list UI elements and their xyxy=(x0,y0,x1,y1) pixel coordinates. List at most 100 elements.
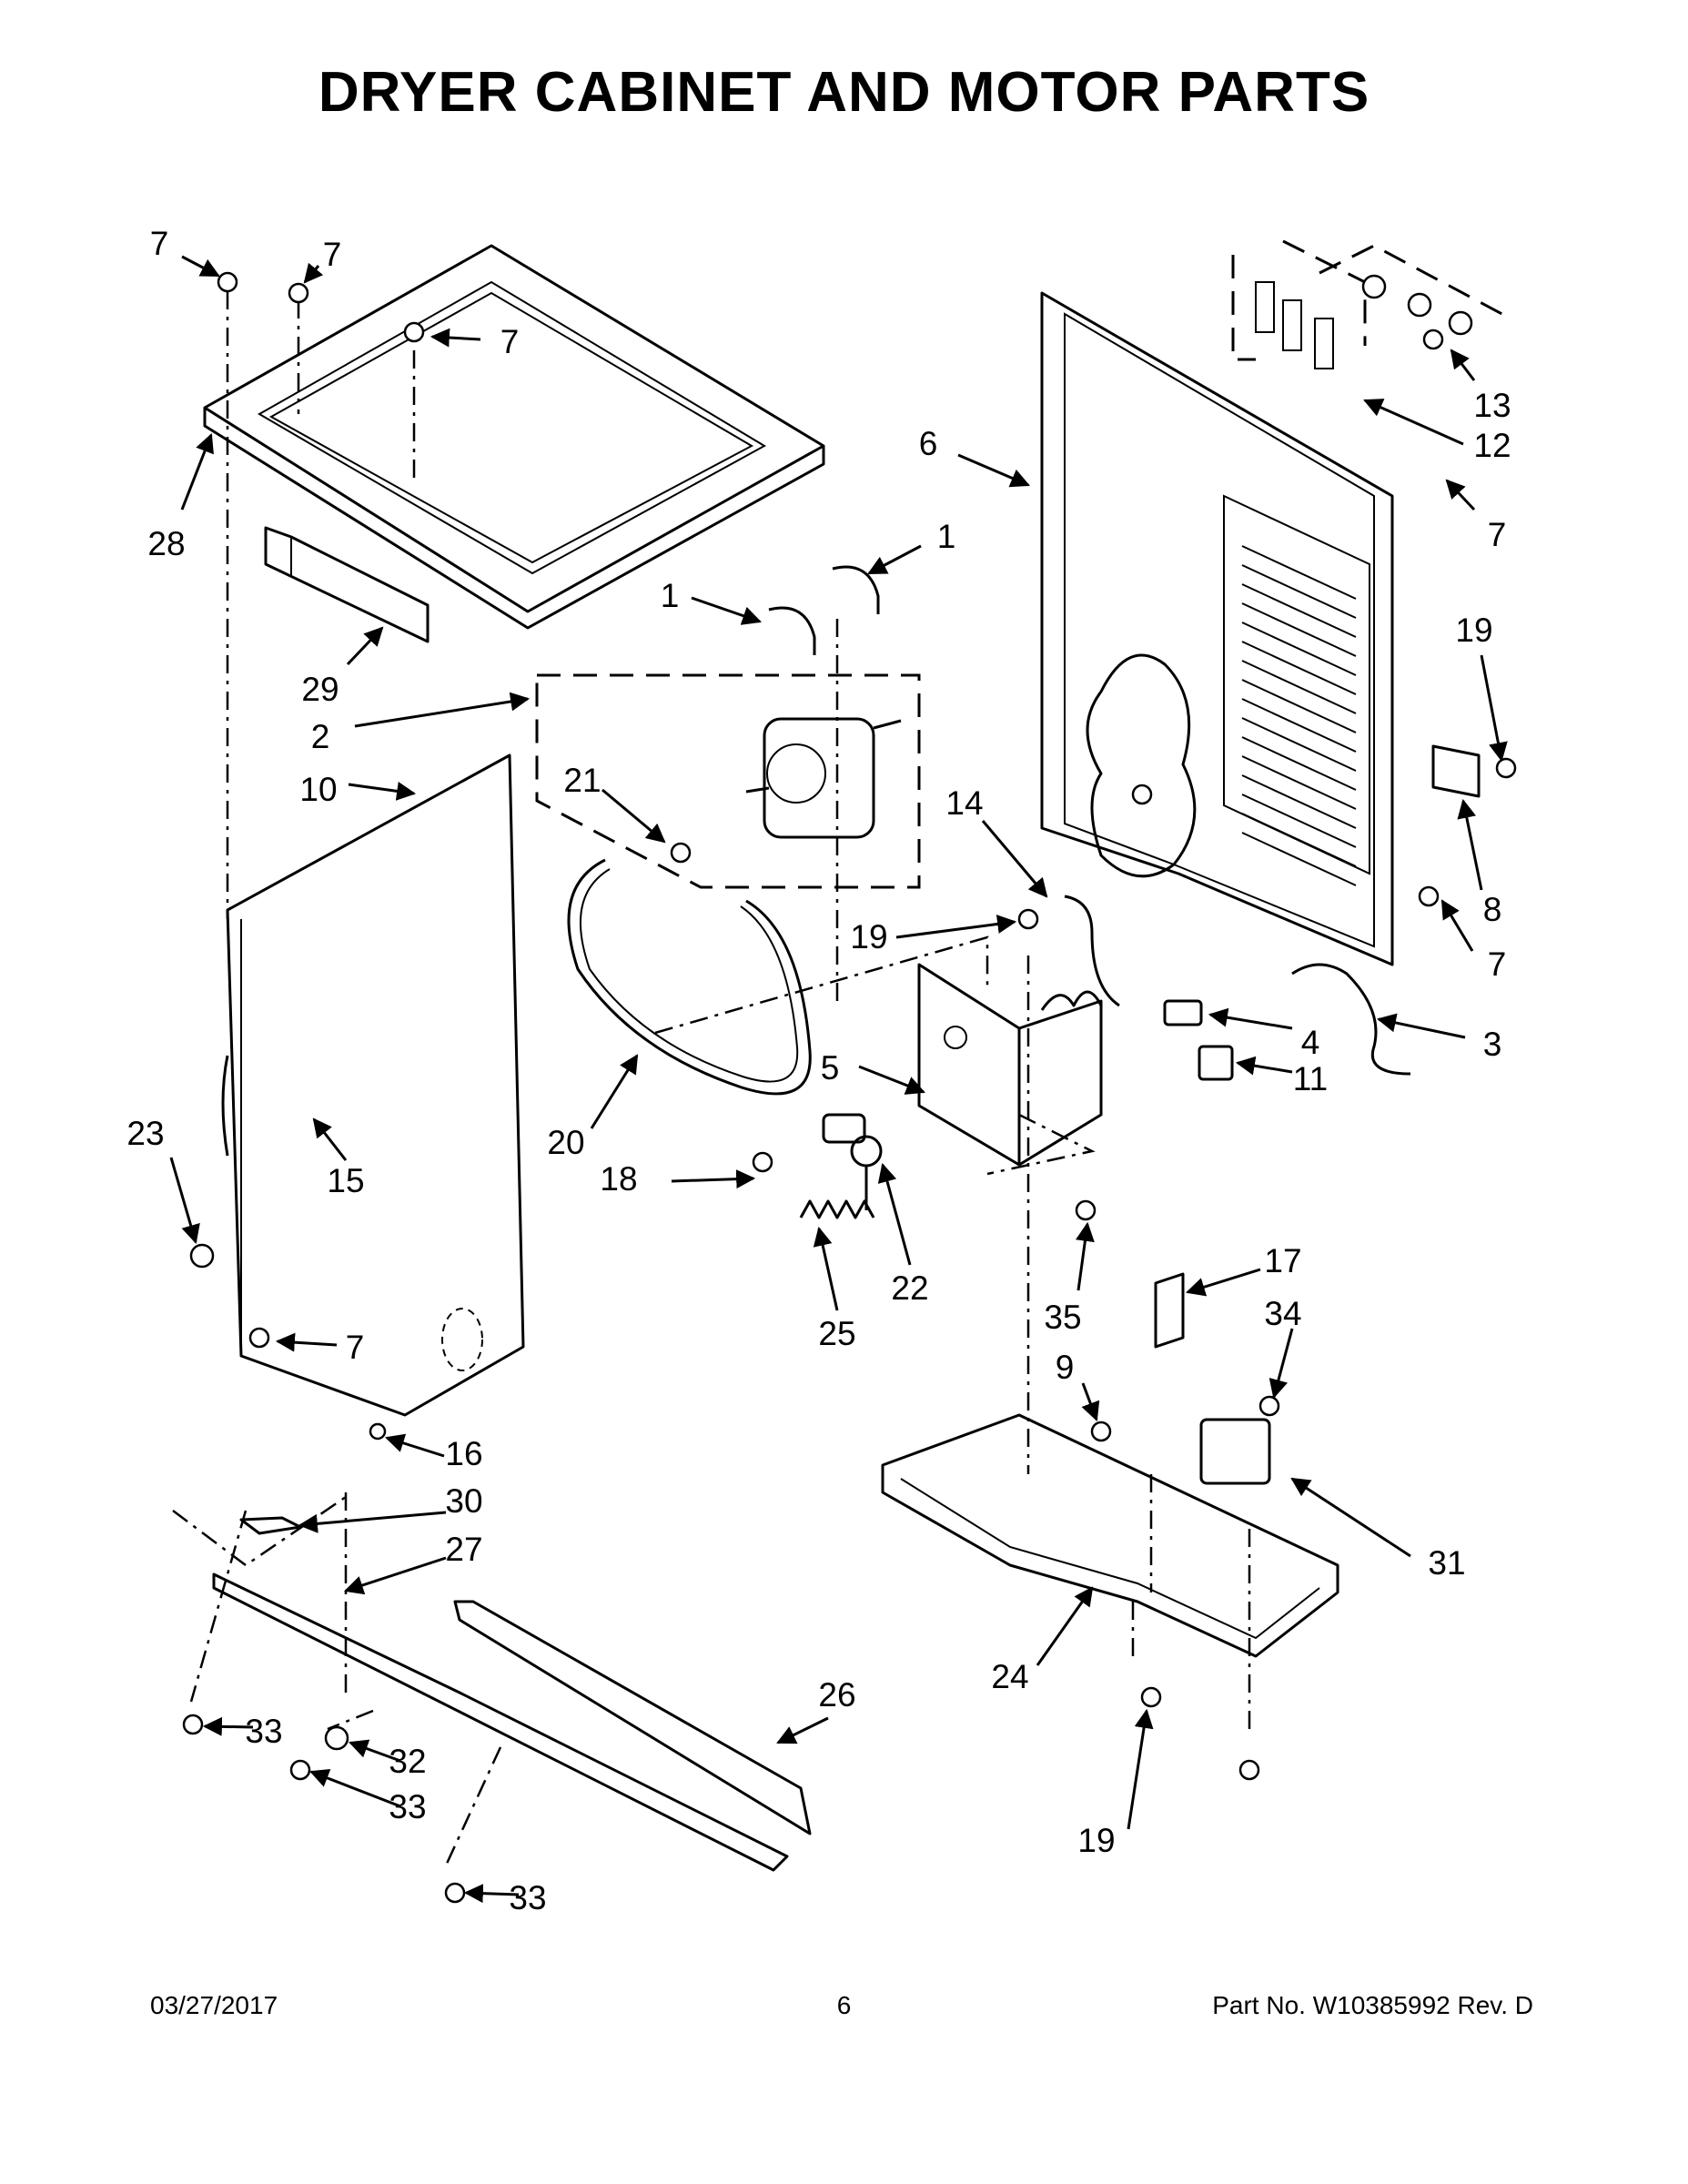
callout-leader xyxy=(981,820,1048,898)
callout-number: 17 xyxy=(1264,1242,1301,1279)
callout-number: 1 xyxy=(937,518,956,555)
vent-slat xyxy=(1241,717,1357,772)
callout-number: 35 xyxy=(1044,1299,1081,1336)
vent-slat xyxy=(1241,698,1357,753)
vent-slat xyxy=(1241,641,1357,695)
idler-spring xyxy=(799,1199,875,1219)
callout-number: 32 xyxy=(389,1743,426,1780)
lint-cutout xyxy=(1086,653,1197,878)
callout-number: 6 xyxy=(919,425,938,462)
vent-slat xyxy=(1241,660,1357,714)
callout-leader xyxy=(1076,1221,1095,1291)
callout-leader xyxy=(1480,654,1508,763)
callout-number: 33 xyxy=(509,1879,546,1916)
vent-slat xyxy=(1241,813,1357,867)
callout-leader xyxy=(346,626,384,666)
vent-slat xyxy=(1241,736,1357,791)
callout-number: 19 xyxy=(1077,1822,1115,1859)
callout-leader xyxy=(181,255,220,278)
motor-assembly-box xyxy=(535,673,921,889)
drive-belt xyxy=(567,858,812,1096)
callout-leader xyxy=(463,1884,520,1904)
callout-number: 7 xyxy=(346,1329,365,1366)
callout-number: 29 xyxy=(301,671,339,708)
callout-number: 31 xyxy=(1428,1544,1465,1582)
callout-number: 12 xyxy=(1473,427,1511,464)
callout-number: 7 xyxy=(1488,945,1507,983)
callout-number: 24 xyxy=(991,1658,1028,1695)
callout-leader xyxy=(430,328,481,348)
vent-slat xyxy=(1241,583,1357,638)
vent-slat xyxy=(1241,622,1357,676)
callout-number: 26 xyxy=(818,1676,855,1714)
callout-leader xyxy=(1445,479,1476,511)
idler-bracket xyxy=(917,963,1103,1167)
motor-clips xyxy=(768,565,880,655)
callout-number: 5 xyxy=(821,1049,840,1087)
callout-number: 19 xyxy=(1455,612,1492,649)
callout-number: 18 xyxy=(600,1160,637,1198)
callout-number: 14 xyxy=(945,784,983,822)
callout-leader xyxy=(1208,1007,1293,1030)
terminal-block-assembly xyxy=(1231,239,1511,369)
callout-leader xyxy=(776,1716,829,1744)
callout-number: 21 xyxy=(563,762,601,799)
callout-leader xyxy=(312,1117,348,1161)
callout-number: 13 xyxy=(1473,387,1511,424)
callout-leader xyxy=(1127,1708,1154,1830)
callout-number: 11 xyxy=(1293,1060,1328,1097)
callout-leader xyxy=(309,1769,401,1808)
callout-leader xyxy=(1450,349,1476,381)
callout-leader xyxy=(1036,1586,1094,1666)
callout-leader xyxy=(895,915,1017,939)
vent-slat xyxy=(1241,564,1357,619)
callout-number: 34 xyxy=(1264,1295,1301,1332)
callout-number: 30 xyxy=(445,1482,482,1520)
bracket-8 xyxy=(1431,744,1481,798)
vent-slat xyxy=(1241,774,1357,829)
switch-11 xyxy=(1198,1045,1234,1081)
callout-leader xyxy=(813,1226,839,1311)
callout-number: 10 xyxy=(299,771,337,808)
callout-number: 27 xyxy=(445,1531,482,1568)
callout-leader xyxy=(1457,798,1483,891)
footer-date: 03/27/2017 xyxy=(150,1991,278,2019)
callout-leader xyxy=(1269,1328,1294,1400)
vent-slat xyxy=(1241,679,1357,733)
callout-number: 15 xyxy=(327,1162,364,1199)
callout-leader xyxy=(384,1433,445,1458)
callout-number: 28 xyxy=(147,525,185,562)
callout-leader xyxy=(691,596,762,625)
callout-number: 3 xyxy=(1483,1026,1502,1063)
callout-leader xyxy=(180,433,214,511)
callout-leader xyxy=(867,544,922,575)
callout-leader xyxy=(354,692,531,728)
callout-number: 4 xyxy=(1301,1024,1320,1061)
callout-leader xyxy=(1081,1382,1100,1421)
callout-leader xyxy=(877,1162,912,1266)
footer-page-number: 6 xyxy=(836,1991,852,2019)
callout-number: 33 xyxy=(389,1788,426,1825)
callout-number: 7 xyxy=(323,236,342,273)
callout-number: 7 xyxy=(150,225,169,262)
callout-leader xyxy=(1440,899,1474,952)
callout-number: 8 xyxy=(1483,891,1502,928)
callout-leader xyxy=(858,1065,925,1095)
callout-leader xyxy=(1185,1268,1261,1297)
callout-number: 23 xyxy=(126,1115,164,1152)
callout-number: 2 xyxy=(311,718,330,755)
callout-leader xyxy=(169,1157,200,1245)
rear-panel-vents xyxy=(1241,545,1357,886)
callout-leader xyxy=(590,1054,639,1129)
callout-number: 33 xyxy=(245,1713,282,1750)
callout-number: 25 xyxy=(818,1315,855,1352)
callout-leader xyxy=(601,788,666,844)
callout-leader xyxy=(671,1169,756,1189)
callout-number: 19 xyxy=(850,918,887,956)
cabinet-rear-panel xyxy=(1040,291,1394,966)
callout-number: 16 xyxy=(445,1435,482,1472)
callout-number: 9 xyxy=(1056,1349,1075,1386)
cabinet-front-panel xyxy=(221,753,525,1417)
